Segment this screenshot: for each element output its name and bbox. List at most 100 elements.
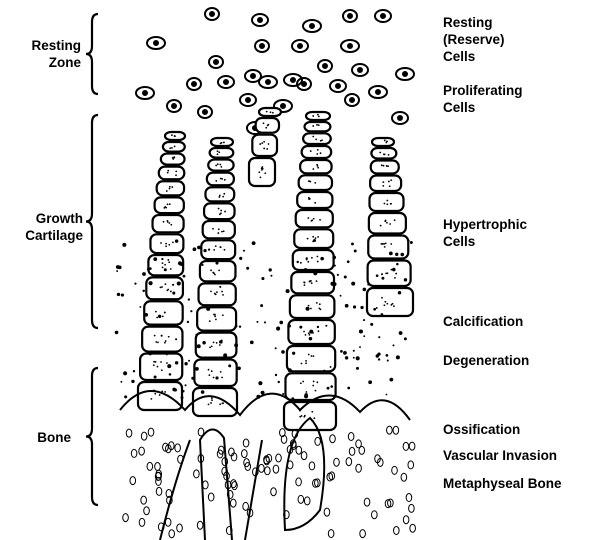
matrix-dot [278,381,280,383]
matrix-dot [313,239,316,242]
matrix-dot [292,352,295,355]
bone-lacuna [372,511,378,519]
bone-lacuna [131,449,137,457]
matrix-dot [185,384,187,386]
chondrocyte-cell-icon [343,10,357,22]
bone-lacuna [273,465,279,473]
bone-lacuna [208,493,214,501]
zone-label-resting: Resting Zone [8,37,81,71]
matrix-dot [172,292,175,295]
bone-lacuna [401,473,407,481]
matrix-dot [406,285,408,287]
chondrocyte-cell-icon [293,250,334,270]
chondrocyte-cell-icon [199,283,236,305]
matrix-dot [202,264,204,266]
matrix-dot [133,370,135,372]
matrix-dot [330,282,334,286]
matrix-dot [215,262,218,265]
matrix-dot [124,395,127,398]
chondrocyte-cell-icon [207,173,234,186]
bone-lacuna [198,428,204,436]
matrix-dot [175,239,178,242]
matrix-dot [282,393,284,395]
matrix-dot [115,331,119,335]
matrix-dot [292,260,294,262]
bone-lacuna [356,464,362,472]
matrix-dot [340,295,342,297]
chondrocyte-cell-icon [392,112,408,124]
bone-lacuna [175,444,181,452]
matrix-dot [188,298,190,300]
matrix-dot [347,260,350,263]
matrix-dot [202,341,206,345]
stage-label-vascular-invasion: Vascular Invasion [443,447,557,464]
bone-lacuna [298,495,304,503]
chondrocyte-cell-icon [369,213,406,234]
matrix-dot [175,338,177,340]
bone-lacuna [403,442,409,450]
matrix-dot [332,256,336,260]
bone-lacuna [309,462,315,470]
chondrocyte-cell-icon [372,138,394,146]
matrix-dot [320,257,324,261]
bone-lacuna [156,487,162,495]
bone-lacuna [147,462,153,470]
chondrocyte-cell-icon [303,20,321,32]
matrix-dot [299,326,302,329]
matrix-dot [377,352,380,355]
matrix-dot [300,262,302,264]
matrix-dot [410,241,413,244]
matrix-dot [181,396,184,399]
chondrocyte-cell-icon [210,148,234,158]
bone-lacuna [243,439,249,447]
bone-lacuna [177,524,183,532]
chondrocyte-cell-icon [305,122,331,131]
bone-lacuna [408,461,414,469]
matrix-dot [147,268,149,270]
chondrocyte-cell-icon [203,221,235,238]
matrix-dot [345,356,348,359]
matrix-dot [351,282,355,286]
matrix-dot [154,376,157,379]
chondrocyte-cell-icon [187,78,201,90]
matrix-dot [208,249,210,251]
matrix-dot [116,270,118,272]
matrix-dot [347,387,350,390]
matrix-dot [153,257,157,261]
matrix-dot [184,362,187,365]
matrix-dot [356,367,359,370]
matrix-dot [142,272,146,276]
chondrocyte-cell-icon [287,346,335,371]
matrix-dot [201,390,205,394]
matrix-dot [404,278,407,281]
matrix-dot [378,336,380,338]
bone-lacuna [348,432,354,440]
matrix-dot [359,346,361,348]
matrix-dot [169,373,172,376]
trabecula-line [245,440,262,540]
matrix-dot [306,257,308,259]
chondrocyte-cell-icon [208,160,233,171]
matrix-dot [250,340,254,344]
chondrocyte-cell-icon [204,203,234,219]
chondrocyte-cell-icon [330,80,346,92]
matrix-dot [239,257,242,260]
matrix-dot [161,335,163,337]
chondrocyte-cell-icon [153,215,184,232]
bone-lacuna [194,470,200,478]
matrix-dot [389,378,393,382]
chondrocyte-cell-icon [211,138,233,146]
matrix-dot [148,352,151,355]
matrix-dot [313,271,317,275]
chondrocyte-cell-icon [296,210,333,227]
chondrocyte-cell-icon [157,181,184,195]
matrix-dot [359,330,363,334]
bone-lacuna [148,428,154,436]
matrix-dot [172,284,174,286]
matrix-dot [161,258,163,260]
chondrocyte-cell-icon [252,14,268,26]
matrix-dot [275,347,277,349]
bone-lacuna [392,466,398,474]
chondrocyte-cell-icon [352,64,368,76]
matrix-dot [134,282,136,284]
